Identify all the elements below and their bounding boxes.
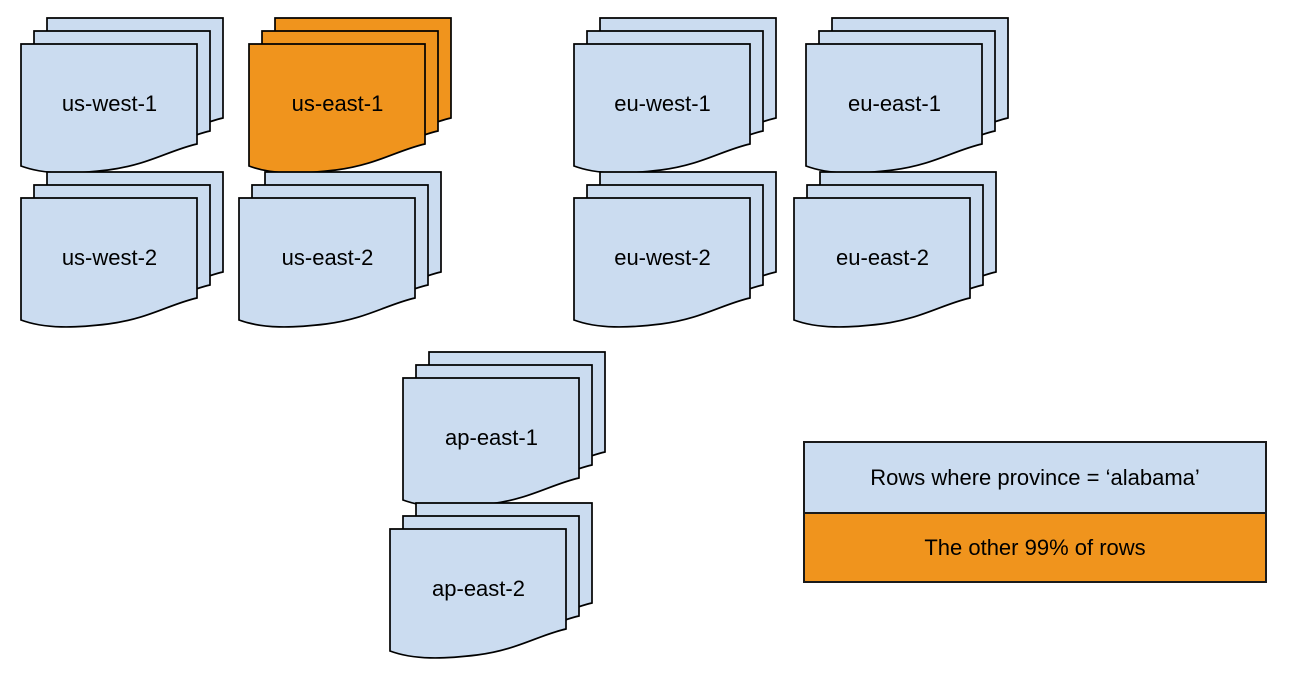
document-stack-eu-east-1: eu-east-1 bbox=[805, 17, 1010, 177]
document-stack-us-east-1: us-east-1 bbox=[248, 17, 453, 177]
document-page-icon bbox=[573, 43, 752, 176]
document-page-icon bbox=[20, 43, 199, 176]
document-stack-us-west-1: us-west-1 bbox=[20, 17, 225, 177]
document-page-icon bbox=[248, 43, 427, 176]
document-page-icon bbox=[793, 197, 972, 330]
document-stack-eu-west-1: eu-west-1 bbox=[573, 17, 778, 177]
document-page-icon bbox=[805, 43, 984, 176]
document-stack-eu-west-2: eu-west-2 bbox=[573, 171, 778, 331]
legend-item-other-rows: The other 99% of rows bbox=[805, 512, 1265, 581]
document-stack-us-west-2: us-west-2 bbox=[20, 171, 225, 331]
legend-label: The other 99% of rows bbox=[924, 534, 1146, 560]
legend-label: Rows where province = ‘alabama’ bbox=[870, 464, 1200, 490]
document-stack-ap-east-1: ap-east-1 bbox=[402, 351, 607, 511]
document-stack-us-east-2: us-east-2 bbox=[238, 171, 443, 331]
document-page-icon bbox=[573, 197, 752, 330]
document-stack-eu-east-2: eu-east-2 bbox=[793, 171, 998, 331]
document-page-icon bbox=[20, 197, 199, 330]
document-page-icon bbox=[238, 197, 417, 330]
document-page-icon bbox=[402, 377, 581, 510]
document-page-icon bbox=[389, 528, 568, 661]
legend-box: Rows where province = ‘alabama’ The othe… bbox=[803, 441, 1267, 583]
document-stack-ap-east-2: ap-east-2 bbox=[389, 502, 594, 662]
legend-item-alabama-rows: Rows where province = ‘alabama’ bbox=[805, 443, 1265, 512]
